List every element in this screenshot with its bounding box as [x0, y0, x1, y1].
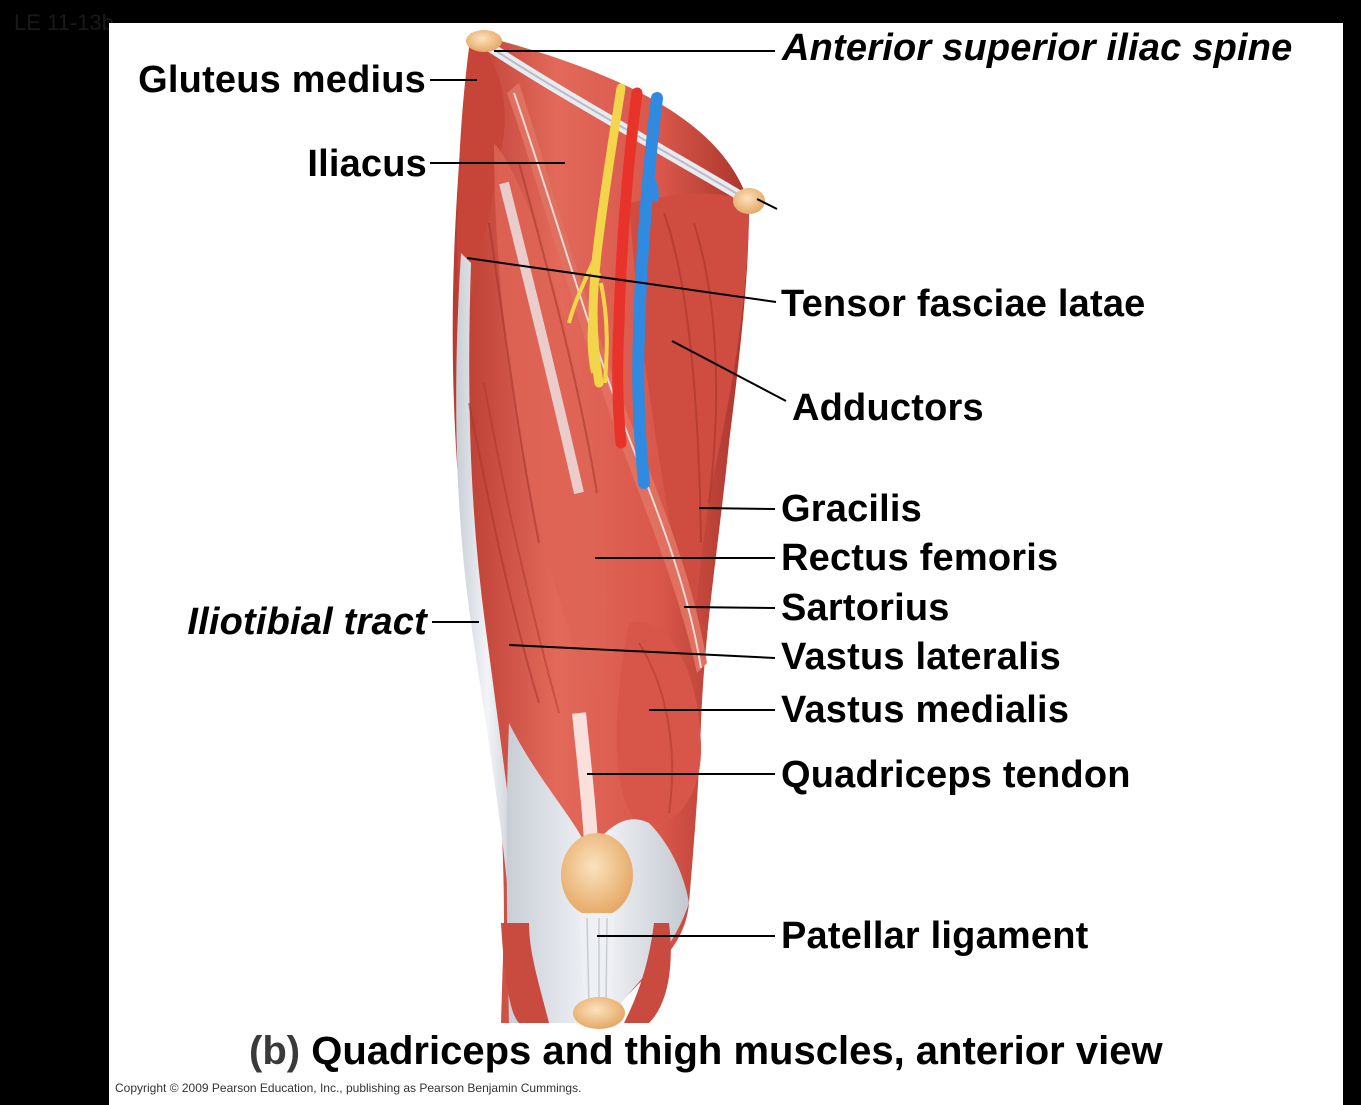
label-asis: Anterior superior iliac spine: [782, 27, 1293, 69]
rectus-femoris-shape: [494, 143, 607, 703]
label-tensor-fasciae-latae: Tensor fasciae latae: [781, 283, 1146, 325]
label-vastus-medialis: Vastus medialis: [781, 689, 1070, 731]
thigh-anatomy-illustration: [430, 30, 787, 1029]
asis-bone: [466, 30, 502, 52]
label-gracilis: Gracilis: [781, 488, 923, 530]
leader-vastus-lateralis: [508, 644, 776, 659]
diagram-panel: Anterior superior iliac spine Gluteus me…: [109, 23, 1343, 1105]
caption-part-letter: (b): [249, 1029, 301, 1073]
caption-text: Quadriceps and thigh muscles, anterior v…: [311, 1029, 1163, 1073]
patella: [561, 833, 633, 917]
label-iliacus: Iliacus: [307, 143, 427, 185]
tibial-tuberosity: [573, 997, 625, 1029]
leader-tensor-fasciae-latae: [466, 257, 777, 303]
pubic-bone: [733, 188, 765, 214]
label-iliotibial-tract: Iliotibial tract: [187, 601, 427, 643]
femoral-nerve: [588, 83, 626, 388]
femoral-artery: [612, 87, 643, 449]
label-adductors: Adductors: [792, 387, 984, 429]
leader-sartorius: [683, 606, 776, 609]
copyright-notice: Copyright © 2009 Pearson Education, Inc.…: [115, 1081, 582, 1095]
figure-caption: (b) Quadriceps and thigh muscles, anteri…: [249, 1031, 1163, 1071]
label-patellar-ligament: Patellar ligament: [781, 915, 1089, 957]
femoral-vein: [632, 92, 663, 489]
label-sartorius: Sartorius: [781, 587, 950, 629]
label-vastus-lateralis: Vastus lateralis: [781, 636, 1061, 678]
label-gluteus-medius: Gluteus medius: [138, 59, 426, 101]
leader-pubis: [756, 198, 778, 210]
patellar-ligament-shape: [579, 913, 615, 1008]
figure-tag: LE 11-13b: [14, 10, 114, 35]
iliotibial-tract-shape: [456, 253, 519, 883]
label-rectus-femoris: Rectus femoris: [781, 537, 1059, 579]
label-quadriceps-tendon: Quadriceps tendon: [781, 754, 1131, 796]
leader-lines: [430, 50, 787, 937]
leader-gracilis: [698, 507, 776, 510]
adductors-region: [629, 193, 749, 623]
leader-adductors: [671, 340, 787, 402]
